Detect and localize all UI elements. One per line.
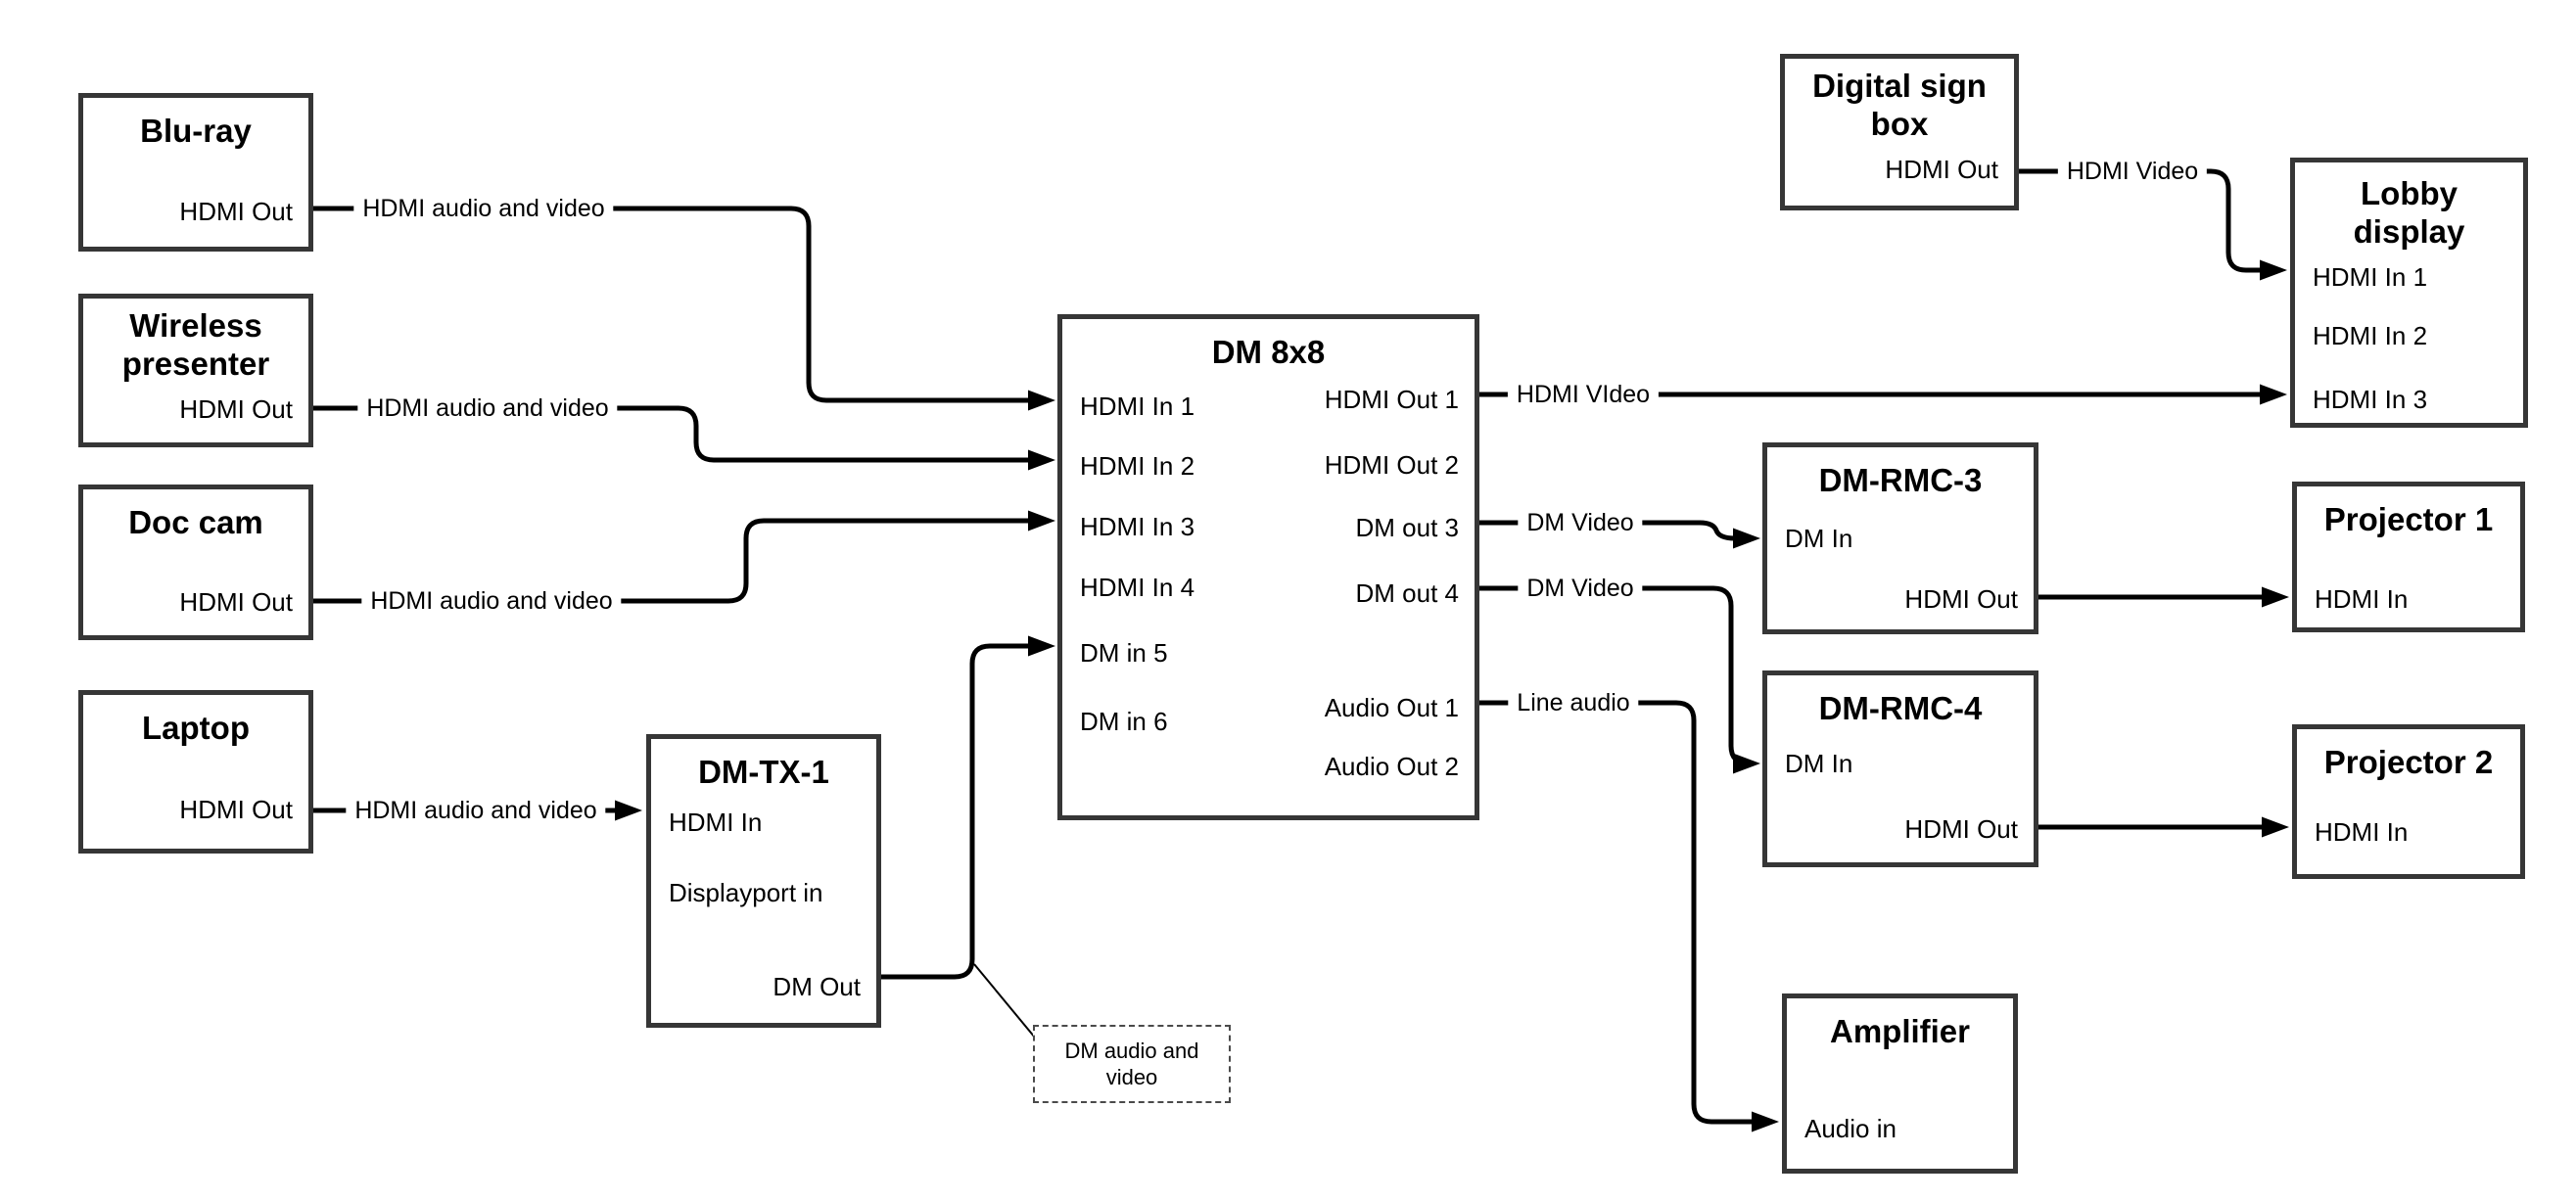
box-dm-8x8-port-hdmi-in-4: HDMI In 4 — [1080, 573, 1195, 602]
arrow-dm8x8-in3 — [1028, 510, 1055, 531]
box-dm-tx-1-port-hdmi-in: HDMI In — [669, 808, 763, 837]
arrow-dmtx1-hdmi-in — [615, 800, 642, 821]
box-dm-tx-1-port-displayport-in: Displayport in — [669, 878, 823, 907]
box-dm-8x8-port-dm-out-4: DM out 4 — [1355, 578, 1460, 608]
box-dm-8x8-title: DM 8x8 — [1211, 334, 1326, 370]
box-dm-tx-1-port-dm-out: DM Out — [773, 972, 861, 1001]
box-amplifier-title: Amplifier — [1829, 1013, 1971, 1049]
box-dm-rmc-4: DM-RMC-4 DM In HDMI Out — [1762, 670, 2038, 867]
callout-dm-audio-video: DM audio and video — [1033, 1025, 1231, 1103]
wire-digitalsign-to-lobby-in1 — [2019, 168, 2264, 273]
box-dm-rmc-4-port-hdmi-out: HDMI Out — [1904, 814, 2018, 844]
box-lobby-display: Lobby display HDMI In 1 HDMI In 2 HDMI I… — [2290, 158, 2528, 428]
wire-label-bluray-hdmi-av: HDMI audio and video — [353, 194, 614, 223]
wire-bluray-to-dm8x8-in1 — [313, 206, 1033, 403]
box-amplifier-port-audio-in: Audio in — [1804, 1114, 1897, 1143]
arrow-rmc4-dm-in — [1733, 753, 1760, 774]
arrowheads — [615, 259, 2289, 1132]
box-digital-sign-box-port-hdmi-out: HDMI Out — [1885, 155, 1998, 184]
box-dm-rmc-3-title: DM-RMC-3 — [1818, 462, 1983, 498]
box-projector-2-port-hdmi-in: HDMI In — [2315, 817, 2409, 847]
wire-label-doccam-hdmi-av: HDMI audio and video — [361, 586, 622, 616]
box-dm-8x8-port-hdmi-out-1: HDMI Out 1 — [1324, 385, 1459, 414]
box-dm-8x8-port-hdmi-out-2: HDMI Out 2 — [1324, 450, 1459, 480]
box-doc-cam-port-hdmi-out: HDMI Out — [179, 587, 293, 617]
box-dm-8x8-port-dm-in-6: DM in 6 — [1080, 707, 1168, 736]
box-dm-tx-1-title: DM-TX-1 — [698, 754, 829, 790]
box-lobby-display-port-hdmi-in-3: HDMI In 3 — [2313, 385, 2428, 414]
box-dm-8x8: DM 8x8 HDMI In 1 HDMI In 2 HDMI In 3 HDM… — [1057, 314, 1479, 820]
box-laptop: Laptop HDMI Out — [78, 690, 313, 854]
wire-label-dm-out4-video: DM Video — [1518, 574, 1643, 603]
box-blu-ray-port-hdmi-out: HDMI Out — [179, 197, 293, 226]
box-doc-cam: Doc cam HDMI Out — [78, 485, 313, 640]
box-laptop-title: Laptop — [142, 710, 250, 746]
box-dm-rmc-4-port-dm-in: DM In — [1785, 749, 1853, 778]
box-projector-2: Projector 2 HDMI In — [2292, 724, 2525, 879]
box-wireless-presenter: Wireless presenter HDMI Out — [78, 294, 313, 447]
wire-label-dm-out3-video: DM Video — [1518, 508, 1643, 537]
wire-dm8x8-out3-to-rmc3 — [1479, 520, 1738, 541]
box-projector-1-title: Projector 1 — [2323, 501, 2494, 537]
box-dm-8x8-port-hdmi-in-2: HDMI In 2 — [1080, 451, 1195, 481]
box-projector-1-port-hdmi-in: HDMI In — [2315, 584, 2409, 614]
box-dm-8x8-port-hdmi-in-3: HDMI In 3 — [1080, 512, 1195, 541]
box-doc-cam-title: Doc cam — [128, 504, 263, 540]
box-projector-1: Projector 1 HDMI In — [2292, 482, 2525, 632]
wire-label-hdmi-out1-video: HDMI VIdeo — [1507, 380, 1660, 409]
box-dm-8x8-port-audio-out-1: Audio Out 1 — [1324, 693, 1459, 722]
box-lobby-display-port-hdmi-in-2: HDMI In 2 — [2313, 321, 2428, 350]
wire-label-laptop-hdmi-av: HDMI audio and video — [346, 796, 606, 825]
box-dm-rmc-3: DM-RMC-3 DM In HDMI Out — [1762, 442, 2038, 634]
box-dm-8x8-port-dm-in-5: DM in 5 — [1080, 638, 1168, 668]
arrow-rmc3-dm-in — [1733, 528, 1760, 549]
arrow-lobby-in1 — [2260, 259, 2287, 281]
box-digital-sign-box: Digital sign box HDMI Out — [1780, 54, 2019, 210]
box-wireless-presenter-title: Wireless presenter — [121, 307, 270, 382]
box-dm-rmc-3-port-dm-in: DM In — [1785, 524, 1853, 553]
arrow-dm8x8-in2 — [1028, 449, 1055, 471]
box-dm-8x8-port-dm-out-3: DM out 3 — [1355, 513, 1460, 542]
box-lobby-display-port-hdmi-in-1: HDMI In 1 — [2313, 262, 2428, 292]
arrow-lobby-in3 — [2260, 384, 2287, 405]
wire-doccam-to-dm8x8-in3 — [313, 518, 1033, 604]
box-dm-8x8-port-audio-out-2: Audio Out 2 — [1324, 752, 1459, 781]
arrow-projector1-hdmi-in — [2262, 586, 2289, 608]
box-dm-tx-1: DM-TX-1 HDMI In Displayport in DM Out — [646, 734, 881, 1028]
box-wireless-presenter-port-hdmi-out: HDMI Out — [179, 394, 293, 424]
wire-label-wireless-hdmi-av: HDMI audio and video — [357, 393, 618, 423]
box-dm-rmc-3-port-hdmi-out: HDMI Out — [1904, 584, 2018, 614]
box-blu-ray-title: Blu-ray — [140, 113, 252, 149]
box-laptop-port-hdmi-out: HDMI Out — [179, 795, 293, 824]
box-lobby-display-title: Lobby display — [2353, 175, 2465, 250]
wire-wireless-to-dm8x8-in2 — [313, 405, 1033, 463]
box-blu-ray: Blu-ray HDMI Out — [78, 93, 313, 252]
wire-label-digitalsign-video: HDMI Video — [2057, 157, 2208, 186]
wire-dm8x8-audio1-to-amplifier — [1479, 700, 1756, 1125]
box-projector-2-title: Projector 2 — [2323, 744, 2494, 780]
arrow-projector2-hdmi-in — [2262, 816, 2289, 838]
box-digital-sign-box-title: Digital sign box — [1812, 68, 1987, 142]
arrow-dm8x8-in5 — [1028, 635, 1055, 657]
box-amplifier: Amplifier Audio in — [1782, 993, 2018, 1174]
arrow-dm8x8-in1 — [1028, 390, 1055, 411]
wire-dm8x8-out4-to-rmc4 — [1479, 585, 1752, 766]
box-dm-8x8-port-hdmi-in-1: HDMI In 1 — [1080, 392, 1195, 421]
box-dm-rmc-4-title: DM-RMC-4 — [1818, 690, 1983, 726]
callout-leader-line — [973, 963, 1036, 1039]
wire-label-line-audio: Line audio — [1508, 688, 1639, 717]
arrow-amplifier-audio-in — [1752, 1111, 1779, 1132]
wire-dmtx1-to-dm8x8-in5 — [881, 643, 1033, 980]
